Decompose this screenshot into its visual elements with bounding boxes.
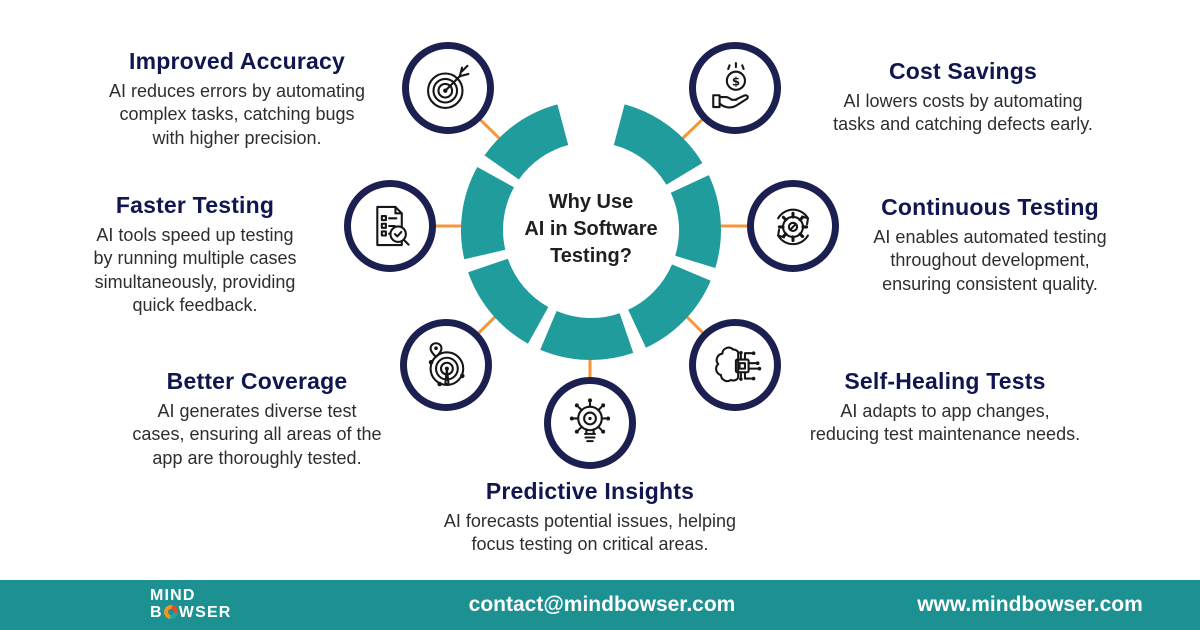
document-magnifier-icon	[344, 180, 436, 272]
donut-segment-cost-savings	[613, 104, 703, 185]
benefit-description: AI tools speed up testing by running mul…	[93, 225, 297, 316]
benefit-title: Predictive Insights	[485, 478, 695, 504]
benefits-wheel	[460, 104, 721, 361]
benefit-description: AI generates diverse test cases, ensurin…	[132, 401, 382, 468]
benefit-description: AI adapts to app changes, reducing test …	[809, 401, 1081, 445]
wheel-center-title: Why Use AI in Software Testing?	[524, 191, 658, 267]
target-icon	[402, 42, 494, 134]
benefit-improved-accuracy: Improved Accuracy AI reduces errors by a…	[57, 48, 417, 150]
benefit-faster-testing: Faster Testing AI tools speed up testing…	[15, 192, 375, 318]
benefit-continuous-testing: Continuous Testing AI enables automated …	[810, 194, 1170, 296]
donut-segment-faster-testing	[460, 167, 514, 260]
donut-segment-predictive-insights	[540, 311, 634, 361]
logo-line-2-left: B	[150, 603, 163, 621]
gear-sync-icon	[747, 180, 839, 272]
svg-text:$: $	[732, 74, 740, 88]
website-url: www.mindbowser.com	[917, 593, 1143, 616]
donut-segment-continuous-testing	[670, 175, 721, 268]
benefit-description: AI lowers costs by automating tasks and …	[833, 91, 1093, 135]
benefit-cost-savings: Cost Savings AI lowers costs by automati…	[783, 58, 1143, 137]
benefit-title: Self-Healing Tests	[844, 368, 1046, 394]
benefit-description: AI forecasts potential issues, helping f…	[443, 511, 737, 555]
contact-email: contact@mindbowser.com	[468, 593, 736, 616]
benefit-self-healing-tests: Self-Healing Tests AI adapts to app chan…	[765, 368, 1125, 447]
benefit-title: Better Coverage	[166, 368, 348, 394]
benefit-title: Cost Savings	[888, 58, 1038, 84]
benefit-description: AI enables automated testing throughout …	[873, 227, 1107, 294]
benefit-title: Continuous Testing	[881, 194, 1099, 220]
benefit-better-coverage: Better Coverage AI generates diverse tes…	[77, 368, 437, 470]
logo-line-1: MIND	[150, 587, 196, 604]
footer-bar: MIND B WSER contact@mindbowser.com www.mi…	[0, 580, 1200, 630]
benefit-title: Faster Testing	[115, 192, 275, 218]
logo-line-2-right: WSER	[178, 603, 232, 621]
donut-segment-improved-accuracy	[484, 104, 569, 180]
donut-segment-self-healing-tests	[628, 264, 711, 348]
benefit-predictive-insights: Predictive Insights AI forecasts potenti…	[410, 478, 770, 557]
benefit-title: Improved Accuracy	[128, 48, 346, 74]
mindbowser-logo: MIND B WSER	[150, 587, 232, 622]
bulb-network-icon	[544, 377, 636, 469]
chip-brain-icon	[689, 319, 781, 411]
benefit-description: AI reduces errors by automating complex …	[108, 81, 366, 148]
money-hand-icon: $	[689, 42, 781, 134]
radar-coverage-icon	[400, 319, 492, 411]
donut-segment-better-coverage	[468, 258, 549, 344]
logo-swirl-icon	[161, 602, 181, 622]
